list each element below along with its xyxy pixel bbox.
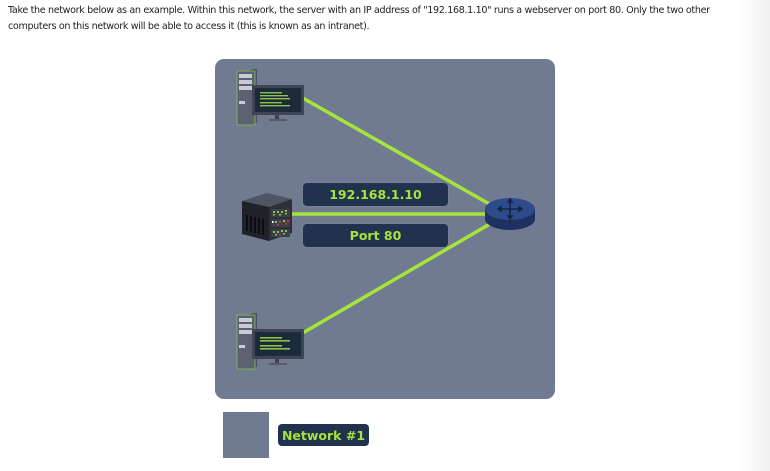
computer-icon bbox=[236, 69, 304, 126]
scroll-shade bbox=[740, 0, 770, 471]
network-1-area: 192.168.1.10 Port 80 bbox=[215, 59, 555, 399]
server-icon bbox=[242, 193, 292, 241]
computer-icon bbox=[236, 313, 304, 370]
port-label: Port 80 bbox=[303, 224, 448, 247]
link-pc-bottom-router bbox=[300, 212, 508, 336]
legend-label-network-1: Network #1 bbox=[278, 424, 369, 446]
router-icon bbox=[485, 197, 535, 230]
link-pc-top-router bbox=[300, 95, 508, 216]
ip-address-label: 192.168.1.10 bbox=[303, 183, 448, 206]
network-links bbox=[285, 95, 508, 336]
intro-paragraph: Take the network below as an example. Wi… bbox=[8, 5, 710, 32]
legend-swatch-network-1 bbox=[223, 412, 269, 458]
